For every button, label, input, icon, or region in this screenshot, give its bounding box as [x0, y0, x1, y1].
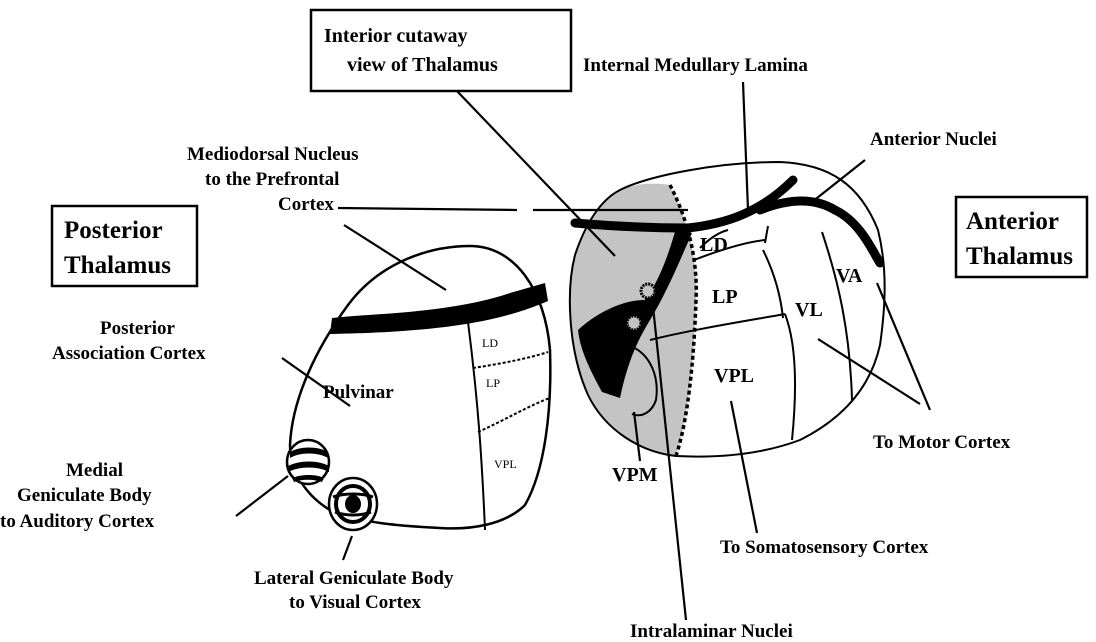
posterior-title-box: Posterior Thalamus — [52, 206, 197, 286]
divider-lp-vl — [763, 250, 783, 318]
posterior-thalamus: LD LP VPL Pulvinar — [287, 246, 550, 530]
divider-ld-top — [765, 226, 768, 243]
label-medial-gen-line2: Geniculate Body — [17, 485, 152, 506]
leader-cutaway — [456, 90, 615, 256]
lateral-geniculate-body — [329, 478, 377, 530]
posterior-region-vpl: VPL — [494, 457, 517, 471]
anterior-title-box: Anterior Thalamus — [956, 197, 1087, 277]
anterior-title-line1: Anterior — [966, 208, 1059, 235]
leader-somatosensory — [731, 401, 757, 533]
leader-medial-geniculate — [236, 476, 288, 516]
cutaway-title-line1: Interior cutaway — [324, 25, 468, 47]
leader-motor-va — [877, 283, 930, 410]
region-vl: VL — [795, 299, 823, 321]
posterior-title-line2: Thalamus — [64, 252, 171, 279]
medial-geniculate-body — [287, 440, 329, 484]
posterior-title-line1: Posterior — [64, 217, 163, 244]
label-posterior-assoc-line2: Association Cortex — [52, 343, 206, 364]
label-medial-gen-line3: to Auditory Cortex — [0, 511, 155, 532]
leader-mediodorsal — [338, 208, 517, 210]
region-va: VA — [836, 265, 863, 287]
label-anterior-nuclei: Anterior Nuclei — [870, 129, 997, 150]
label-intralaminar: Intralaminar Nuclei — [630, 621, 793, 642]
label-to-somatosensory: To Somatosensory Cortex — [720, 537, 929, 558]
lamina-right-band — [760, 201, 880, 263]
divider-vl-va — [822, 232, 852, 400]
intralaminar-dot-1 — [641, 284, 655, 298]
intralaminar-dot-2 — [627, 316, 641, 330]
label-mediodorsal-line1: Mediodorsal Nucleus — [187, 144, 359, 165]
leader-lateral-geniculate — [343, 536, 352, 560]
anterior-title-line2: Thalamus — [966, 243, 1073, 270]
leader-internal-medullary-lamina — [743, 82, 748, 210]
posterior-region-ld: LD — [482, 336, 498, 350]
region-ld: LD — [700, 234, 728, 256]
posterior-region-lp: LP — [486, 376, 500, 390]
label-mediodorsal-line3: Cortex — [278, 194, 334, 215]
region-lp: LP — [712, 286, 738, 308]
region-vpl: VPL — [714, 365, 754, 387]
divider-vl-vpl — [785, 314, 795, 440]
label-lateral-gen-line1: Lateral Geniculate Body — [254, 568, 454, 589]
cutaway-title-line2: view of Thalamus — [347, 54, 498, 76]
label-to-motor-cortex: To Motor Cortex — [873, 432, 1011, 453]
label-mediodorsal-line2: to the Prefrontal — [205, 169, 339, 190]
pulvinar-label: Pulvinar — [323, 382, 394, 403]
label-lateral-gen-line2: to Visual Cortex — [289, 592, 421, 613]
label-medial-gen-line1: Medial — [66, 460, 123, 481]
region-vpm: VPM — [612, 464, 658, 486]
cutaway-title-box: Interior cutaway view of Thalamus — [311, 10, 571, 91]
label-posterior-assoc-line1: Posterior — [100, 318, 175, 339]
label-internal-medullary-lamina: Internal Medullary Lamina — [583, 55, 808, 76]
